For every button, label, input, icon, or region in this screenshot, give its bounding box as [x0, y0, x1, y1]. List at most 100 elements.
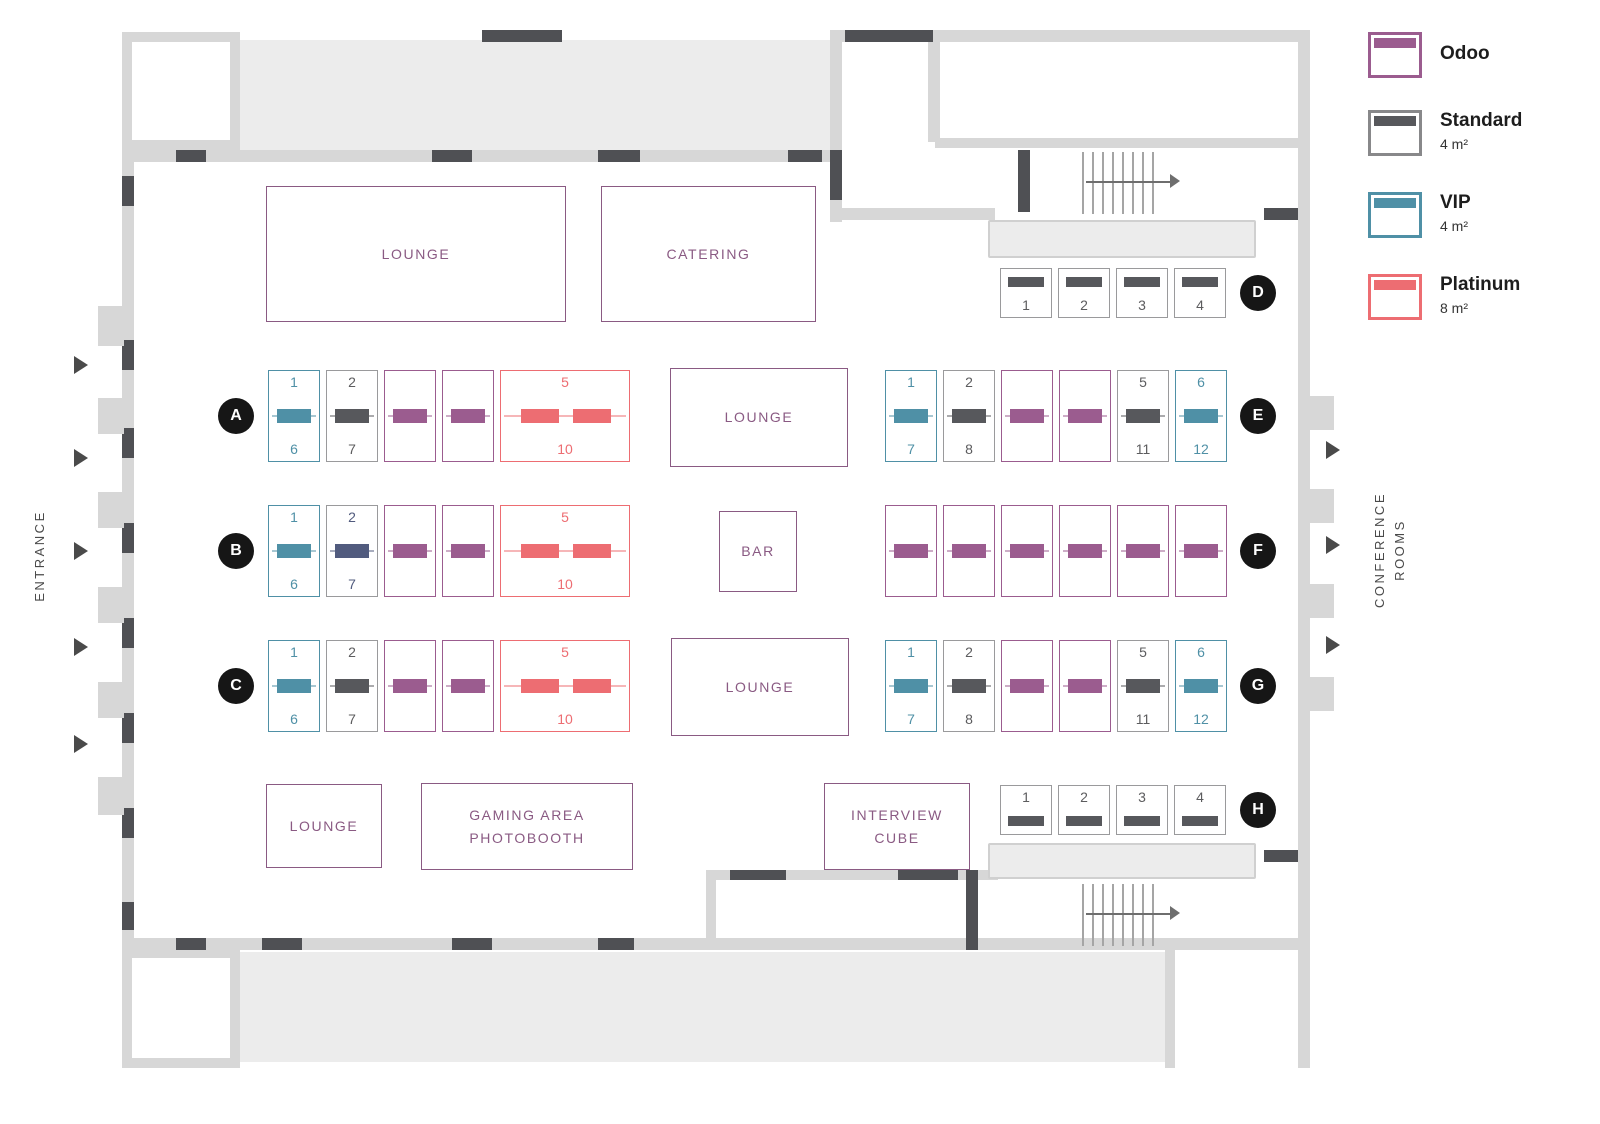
legend-size-vip: 4 m² [1440, 218, 1468, 234]
restricted-area [240, 952, 1165, 1062]
booth-table-icon [1124, 816, 1160, 826]
platinum-booth-icon [1368, 274, 1422, 320]
wall-segment [706, 870, 998, 880]
booth-d-4[interactable]: 4 [1174, 268, 1226, 318]
corridor-bottom [988, 843, 1256, 879]
standard-booth-icon [1368, 110, 1422, 156]
booth-b-3[interactable] [384, 505, 436, 597]
wall-segment [928, 42, 940, 142]
room-interview-cube: INTERVIEW CUBE [824, 783, 970, 870]
booth-f-4[interactable] [1059, 505, 1111, 597]
booth-b-4[interactable] [442, 505, 494, 597]
wall-dark-segment [122, 428, 134, 458]
booth-h-4[interactable]: 4 [1174, 785, 1226, 835]
booth-number: 4 [1196, 297, 1204, 313]
booth-number-bottom: 11 [1135, 441, 1151, 457]
booth-e-4[interactable] [1059, 370, 1111, 462]
booth-f-6[interactable] [1175, 505, 1227, 597]
legend-item-odoo: Odoo [1368, 32, 1600, 84]
booth-number: 1 [1022, 297, 1030, 313]
door-opening [1310, 584, 1334, 618]
door-opening [98, 306, 124, 346]
booth-a-4[interactable] [442, 370, 494, 462]
staircase-bottom-arrow-icon [1086, 913, 1170, 915]
booth-number-top: 5 [1139, 374, 1147, 390]
row-marker-e: E [1240, 398, 1276, 434]
booth-e-5[interactable]: 5 11 [1117, 370, 1169, 462]
booth-e-3[interactable] [1001, 370, 1053, 462]
conference-text-line1: CONFERENCE [1372, 492, 1387, 609]
room-gaming-area: GAMING AREA PHOTOBOOTH [421, 783, 633, 870]
room-label: CATERING [666, 245, 751, 262]
booth-number: 2 [1080, 297, 1088, 313]
booth-table-icon [1008, 277, 1044, 287]
booth-f-3[interactable] [1001, 505, 1053, 597]
booth-d-3[interactable]: 3 [1116, 268, 1168, 318]
booth-f-2[interactable] [943, 505, 995, 597]
booth-number-bottom: 6 [290, 576, 298, 592]
booth-number-bottom: 7 [907, 441, 915, 457]
booth-table-icon [1184, 409, 1218, 423]
booth-bar-icon [1374, 280, 1416, 290]
booth-h-3[interactable]: 3 [1116, 785, 1168, 835]
booth-g-3[interactable] [1001, 640, 1053, 732]
door-opening [1310, 396, 1334, 430]
booth-f-5[interactable] [1117, 505, 1169, 597]
booth-h-2[interactable]: 2 [1058, 785, 1110, 835]
wall-segment [122, 938, 1310, 950]
legend-size-platinum: 8 m² [1440, 300, 1468, 316]
booth-c-3[interactable] [384, 640, 436, 732]
wall-dark-segment [1264, 850, 1298, 862]
booth-table-icon [393, 409, 427, 423]
booth-number-top: 2 [965, 374, 973, 390]
booth-number-top: 5 [561, 644, 569, 660]
room-label: LOUNGE [725, 678, 795, 695]
booth-table-icon [1124, 277, 1160, 287]
conference-rooms-label: CONFERENCE ROOMS [1370, 472, 1410, 628]
booth-number-bottom: 12 [1193, 711, 1209, 727]
wall-dark-segment [122, 618, 134, 648]
booth-table-icon [451, 544, 485, 558]
booth-table-icon [1068, 679, 1102, 693]
booth-number-bottom: 10 [557, 576, 573, 592]
booth-h-1[interactable]: 1 [1000, 785, 1052, 835]
door-opening [98, 398, 124, 434]
booth-d-1[interactable]: 1 [1000, 268, 1052, 318]
booth-c-4[interactable] [442, 640, 494, 732]
booth-g-4[interactable] [1059, 640, 1111, 732]
staircase-top-arrow-icon [1086, 181, 1170, 183]
booth-number-top: 1 [907, 644, 915, 660]
booth-number: 1 [1022, 789, 1030, 805]
room-lounge-middle-top: LOUNGE [670, 368, 848, 467]
booth-number-top: 2 [348, 509, 356, 525]
booth-table-icon [573, 409, 611, 423]
booth-number-bottom: 7 [907, 711, 915, 727]
booth-d-2[interactable]: 2 [1058, 268, 1110, 318]
booth-table-icon [952, 544, 986, 558]
booth-number-top: 2 [965, 644, 973, 660]
wall-segment [122, 150, 830, 162]
booth-f-1[interactable] [885, 505, 937, 597]
booth-table-icon [277, 679, 311, 693]
entrance-arrow-icon [74, 449, 88, 467]
room-label: LOUNGE [381, 245, 451, 262]
booth-a-3[interactable] [384, 370, 436, 462]
wall-dark-segment [122, 340, 134, 370]
booth-number-top: 1 [290, 509, 298, 525]
